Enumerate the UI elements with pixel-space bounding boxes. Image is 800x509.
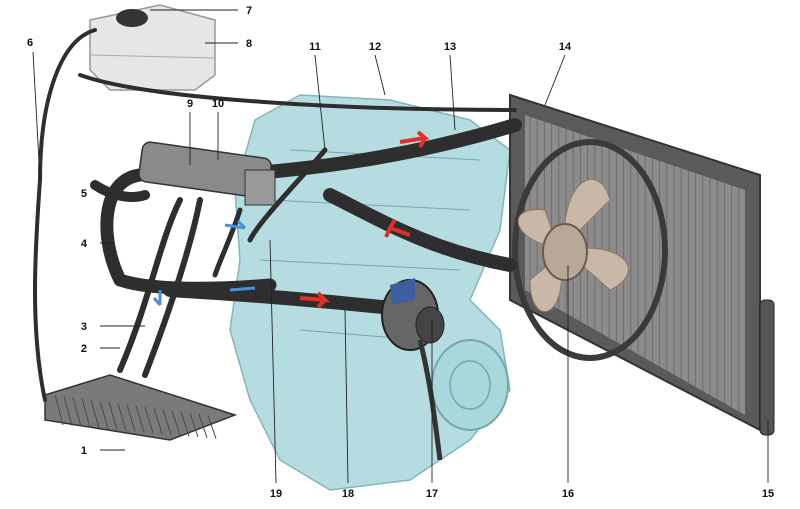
flow-arrows: [152, 130, 430, 309]
water-pump: [381, 278, 445, 461]
expansion-tank: [89, 4, 216, 91]
flow-arrow-hot-2: [384, 218, 411, 238]
callout-14: 14: [559, 41, 572, 53]
hose-5: [90, 180, 150, 202]
thermostat-housing: [138, 141, 276, 206]
leader-lines: [32, 9, 769, 484]
radiator-fan: [512, 139, 668, 361]
callout-2: 2: [81, 343, 87, 355]
callout-5: 5: [81, 188, 87, 200]
hose-heater-return-b: [142, 197, 203, 378]
flow-arrow-hot-1: [399, 130, 430, 148]
flow-arrow-cool-3: [229, 286, 256, 292]
hose-tank-overflow: [33, 28, 97, 402]
callout-7: 7: [246, 5, 252, 17]
hose-throttle: [212, 207, 243, 278]
callout-labels: 1 2 3 4 5 6 7 8 9 10 11 12 13 14 15 16 1…: [27, 5, 774, 500]
callout-12: 12: [369, 41, 381, 53]
callout-3: 3: [81, 321, 87, 333]
hose-11: [247, 147, 328, 243]
hose-heater-return-a: [117, 197, 183, 373]
flow-arrow-cool-2: [152, 290, 162, 306]
callout-11: 11: [309, 41, 321, 53]
callout-19: 19: [270, 488, 282, 500]
callout-15: 15: [762, 488, 774, 500]
flow-arrow-cool-1: [224, 219, 247, 230]
flow-arrow-hot-3: [299, 291, 331, 309]
callout-13: 13: [444, 41, 456, 53]
callout-18: 18: [342, 488, 354, 500]
hose-pump-inlet: [163, 283, 417, 317]
callout-8: 8: [246, 38, 252, 50]
heater-core: [44, 374, 238, 441]
callout-1: 1: [81, 445, 87, 457]
callout-16: 16: [562, 488, 574, 500]
callout-4: 4: [81, 238, 88, 250]
callout-9: 9: [187, 98, 193, 110]
engine-block: [229, 94, 511, 491]
hose-tank-to-radiator: [78, 73, 517, 112]
callout-6: 6: [27, 37, 33, 49]
callout-10: 10: [212, 98, 224, 110]
callout-17: 17: [426, 488, 438, 500]
